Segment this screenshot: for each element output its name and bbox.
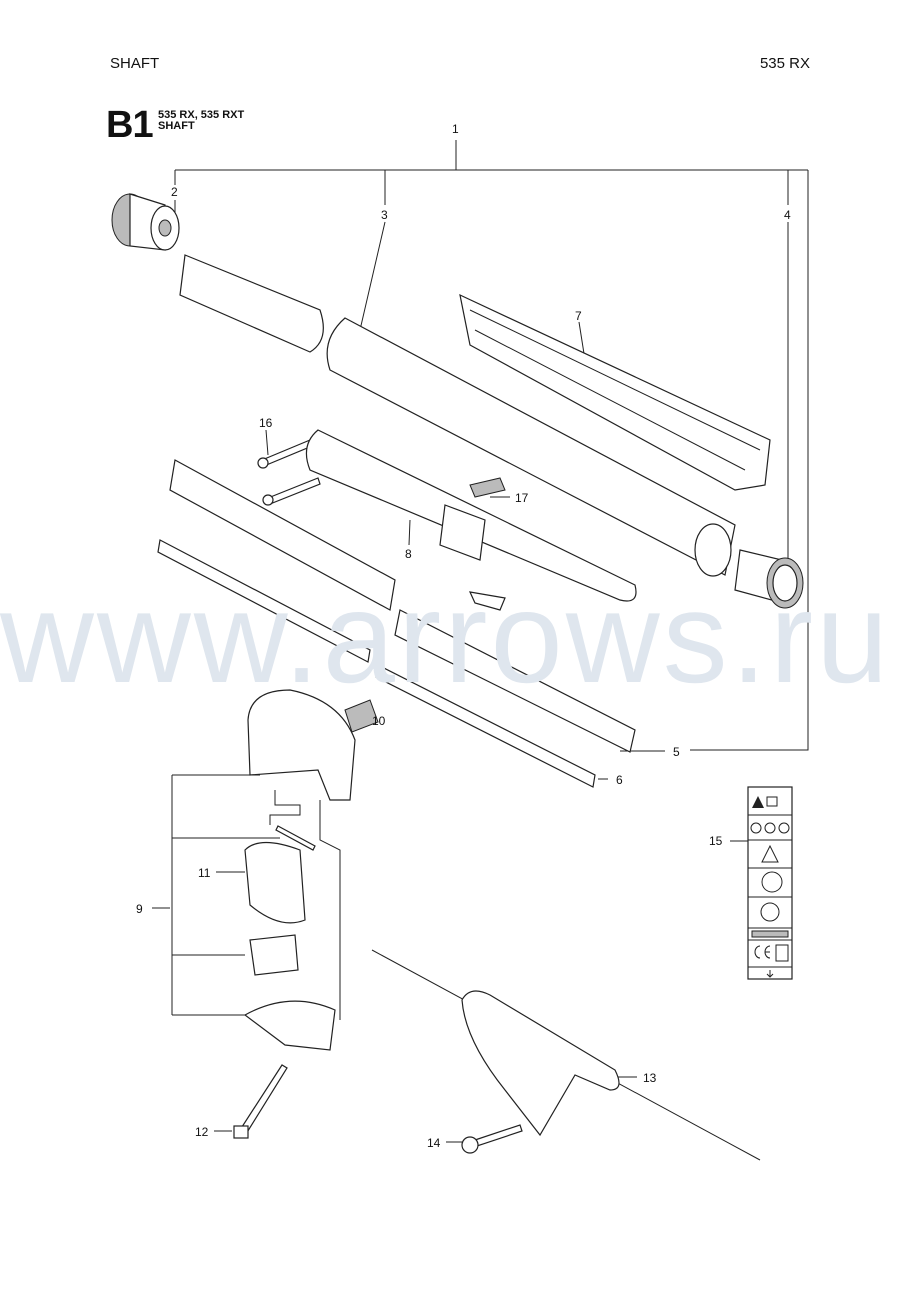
glove-icon [778, 822, 790, 834]
callout-17: 17 [515, 491, 529, 505]
section-heading: 535 RX, 535 RXT SHAFT [158, 110, 244, 132]
warning-large-icon [761, 844, 779, 863]
part-10-insert [344, 699, 379, 733]
header-title: SHAFT [110, 55, 160, 72]
part-5-channel [169, 459, 636, 753]
callout-5: 5 [673, 745, 680, 759]
ear-protection-icon [750, 822, 762, 834]
eye-protection-icon [764, 822, 776, 834]
callout-16: 16 [259, 416, 273, 430]
callout-1: 1 [452, 122, 459, 136]
blade-hazard-icon [761, 871, 783, 893]
part-15-label [747, 786, 793, 980]
part-12-bolt [233, 1064, 288, 1139]
part-9-clamp [243, 689, 356, 1051]
noise-level-icon [775, 944, 789, 962]
part-16-screws [257, 439, 321, 506]
warning-icon [752, 796, 764, 808]
callout-14: 14 [427, 1136, 441, 1150]
header-model: 535 RX [759, 55, 810, 72]
callout-3: 3 [381, 208, 388, 222]
part-8-tube [305, 429, 637, 602]
callout-4: 4 [784, 208, 791, 222]
part-14-bolt [461, 1124, 523, 1154]
section-models: 535 RX, 535 RXT [158, 109, 245, 121]
part-7-shaft-guide [459, 293, 771, 491]
part-13-bracket [461, 990, 620, 1137]
part-4-end-cap [734, 549, 804, 609]
callout-11: 11 [198, 866, 211, 880]
part-17-clip [468, 477, 506, 611]
callout-7: 7 [575, 309, 582, 323]
callout-6: 6 [616, 773, 623, 787]
callout-10: 10 [372, 714, 386, 728]
callout-12: 12 [195, 1125, 209, 1139]
part-2-end-cap [111, 193, 180, 251]
callout-13: 13 [643, 1071, 657, 1085]
distance-icon [760, 902, 780, 922]
part-3-tube-upper [179, 254, 736, 577]
arrow-down-icon [766, 970, 774, 978]
section-title: SHAFT [158, 120, 195, 132]
ce-mark-icon [754, 945, 771, 959]
section-code: B1 [106, 104, 154, 146]
callout-labels: 1 2 3 4 5 6 7 8 9 10 11 12 13 14 15 16 1… [136, 122, 791, 1150]
manual-icon [766, 796, 778, 807]
callout-2: 2 [171, 185, 178, 199]
callout-8: 8 [405, 547, 412, 561]
text-block [751, 930, 789, 938]
part-6-square-shaft [157, 539, 596, 788]
callout-15: 15 [709, 834, 723, 848]
callout-9: 9 [136, 902, 143, 916]
